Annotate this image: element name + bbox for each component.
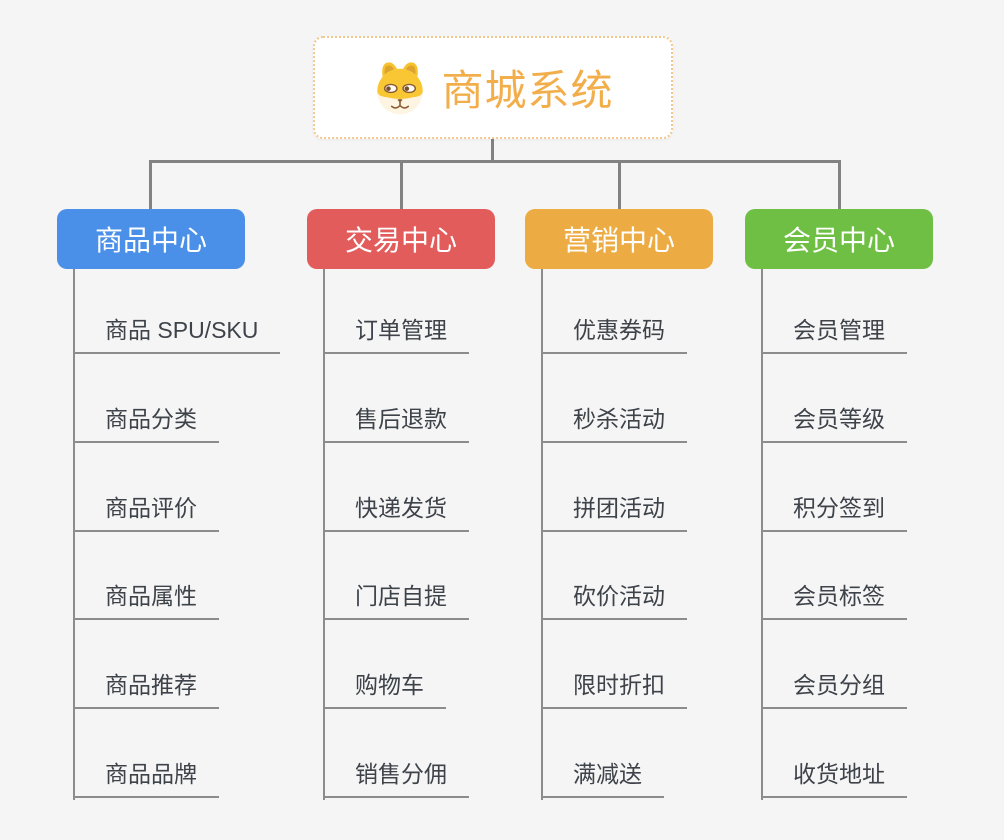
branch-label: 交易中心 xyxy=(344,225,457,256)
connector-branch-stub xyxy=(838,160,841,210)
leaf-node[interactable]: 会员标签 xyxy=(761,579,907,620)
leaf-node[interactable]: 限时折扣 xyxy=(541,668,687,709)
connector-column-line xyxy=(541,269,543,800)
leaf-node[interactable]: 收货地址 xyxy=(761,757,907,798)
branch-node-trade-center[interactable]: 交易中心 xyxy=(307,209,495,269)
leaf-node[interactable]: 秒杀活动 xyxy=(541,402,687,443)
connector-branch-stub xyxy=(618,160,621,210)
root-title: 商城系统 xyxy=(441,67,614,114)
leaf-node[interactable]: 拼团活动 xyxy=(541,491,687,532)
leaf-node[interactable]: 商品品牌 xyxy=(73,757,219,798)
connector-branch-stub xyxy=(149,160,152,210)
leaf-node[interactable]: 购物车 xyxy=(323,668,446,709)
leaf-node[interactable]: 满减送 xyxy=(541,757,664,798)
connector-column-line xyxy=(323,269,325,800)
leaf-node[interactable]: 优惠券码 xyxy=(541,313,687,354)
leaf-node[interactable]: 快递发货 xyxy=(323,491,469,532)
leaf-node[interactable]: 商品分类 xyxy=(73,402,219,443)
leaf-node[interactable]: 积分签到 xyxy=(761,491,907,532)
leaf-node[interactable]: 会员等级 xyxy=(761,402,907,443)
connector-root-stub xyxy=(491,139,494,162)
connector-branch-stub xyxy=(400,160,403,210)
leaf-node[interactable]: 门店自提 xyxy=(323,579,469,620)
leaf-node[interactable]: 会员管理 xyxy=(761,313,907,354)
leaf-node[interactable]: 砍价活动 xyxy=(541,579,687,620)
branch-node-member-center[interactable]: 会员中心 xyxy=(745,209,933,269)
branch-label: 营销中心 xyxy=(562,225,675,256)
leaf-node[interactable]: 商品推荐 xyxy=(73,668,219,709)
branch-label: 会员中心 xyxy=(782,225,895,256)
leaf-node[interactable]: 商品评价 xyxy=(73,491,219,532)
doge-face-icon xyxy=(377,61,424,114)
connector-horizontal-bar xyxy=(149,160,841,163)
connector-column-line xyxy=(73,269,75,800)
connector-column-line xyxy=(761,269,763,800)
root-node[interactable]: 商城系统 xyxy=(313,36,673,139)
leaf-node[interactable]: 商品 SPU/SKU xyxy=(73,313,281,354)
branch-node-marketing-center[interactable]: 营销中心 xyxy=(525,209,713,269)
branch-label: 商品中心 xyxy=(94,225,207,256)
leaf-node[interactable]: 商品属性 xyxy=(73,579,219,620)
leaf-node[interactable]: 订单管理 xyxy=(323,313,469,354)
branch-node-product-center[interactable]: 商品中心 xyxy=(57,209,245,269)
leaf-node[interactable]: 销售分佣 xyxy=(323,757,469,798)
leaf-node[interactable]: 会员分组 xyxy=(761,668,907,709)
leaf-node[interactable]: 售后退款 xyxy=(323,402,469,443)
